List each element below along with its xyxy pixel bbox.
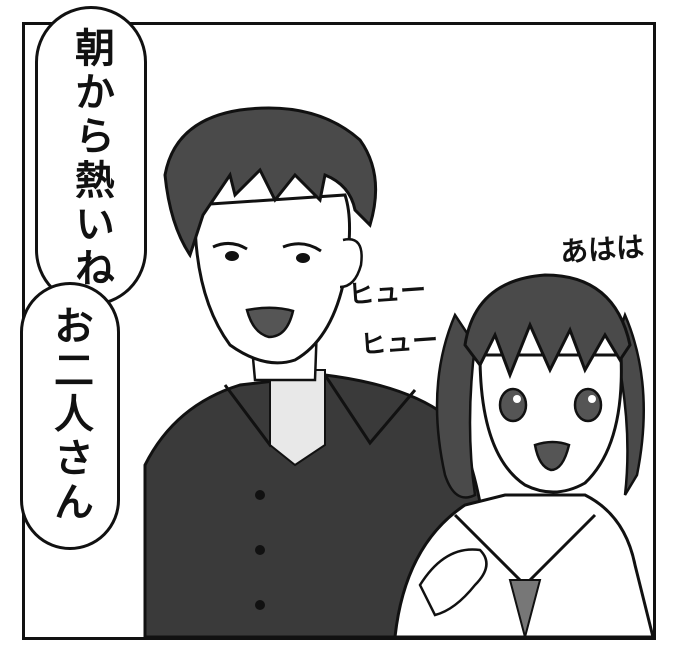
panel-artwork [143, 106, 653, 637]
boy-button [255, 600, 265, 610]
sfx-whistle-2: ヒュー [359, 325, 440, 361]
sfx-whistle-1: ヒュー [347, 275, 428, 311]
boy-pupil [225, 251, 239, 261]
girl-eye-highlight [588, 395, 596, 403]
boy-ear [339, 238, 363, 289]
comic-panel [22, 22, 656, 640]
girl-eye [573, 387, 603, 423]
girl-mouth [533, 440, 571, 472]
girl-hand [418, 548, 488, 617]
dialogue-line-1: 朝から熱いね [68, 27, 114, 291]
boy-pupil [296, 253, 310, 263]
speech-bubble-lower: お二人さん [20, 282, 120, 550]
boy-mouth [245, 306, 295, 339]
speech-bubble-upper: 朝から熱いね [35, 6, 147, 306]
boy-eye [212, 242, 248, 251]
sfx-laugh: あはは [559, 230, 646, 269]
boy-button [255, 545, 265, 555]
girl-eye [498, 387, 528, 423]
boy-button [255, 490, 265, 500]
boy-shirt [269, 369, 326, 467]
boy-eye [282, 242, 322, 253]
girl-hair [463, 273, 632, 380]
boy-hair [163, 106, 378, 259]
girl-scarf [508, 579, 542, 637]
dialogue-line-2: お二人さん [47, 305, 93, 525]
girl-eye-highlight [513, 395, 521, 403]
girl-twintail [435, 312, 477, 499]
girl-face [478, 353, 623, 494]
